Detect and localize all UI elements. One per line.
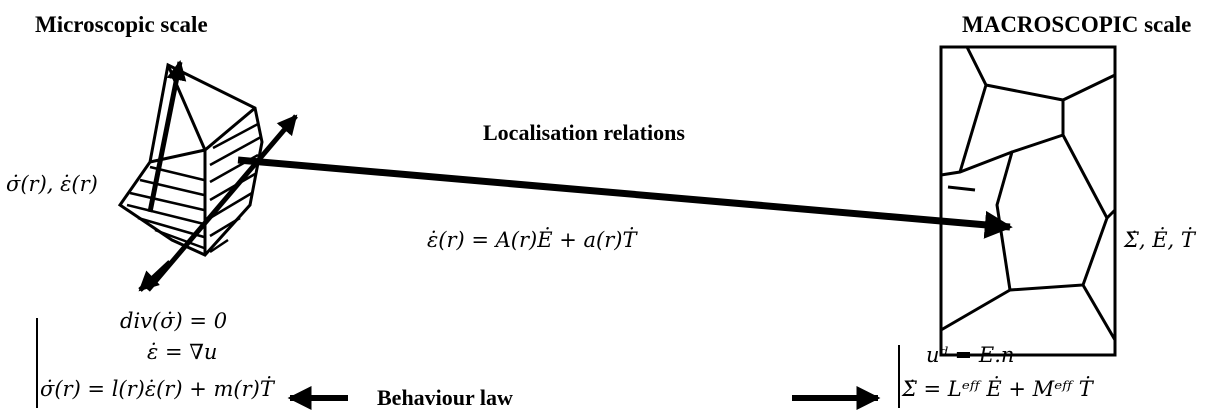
macro-equation-2: Σ̇ = Lᵉᶠᶠ Ė + Mᵉᶠᶠ Ṫ: [902, 377, 1093, 401]
microscopic-scale-title: Microscopic scale: [35, 12, 208, 37]
macroscopic-scale-title: MACROSCOPIC scale: [962, 12, 1192, 37]
micro-equation-3: σ̇(r) = l(r)ε̇(r) + m(r)Ṫ: [40, 377, 274, 401]
localisation-arrow: [237, 156, 1013, 239]
macro-equation-1: uᵈ = E.n: [926, 343, 1015, 367]
localisation-relations-label: Localisation relations: [483, 120, 685, 145]
micro-fields-label: σ̇(r), ε̇(r): [6, 172, 98, 196]
localisation-equation: ε̇(r) = A(r)Ė + a(r)Ṫ: [427, 228, 637, 252]
micro-equation-2: ε̇ = ∇u: [147, 340, 218, 364]
local-axes-arrows: [138, 60, 298, 292]
behaviour-law-label: Behaviour law: [377, 385, 513, 410]
micro-equation-1: div(σ̇) = 0: [120, 309, 228, 333]
macroscopic-polycrystal: [939, 45, 1117, 357]
macro-fields-label: Σ̇, Ė, Ṫ: [1124, 228, 1195, 252]
